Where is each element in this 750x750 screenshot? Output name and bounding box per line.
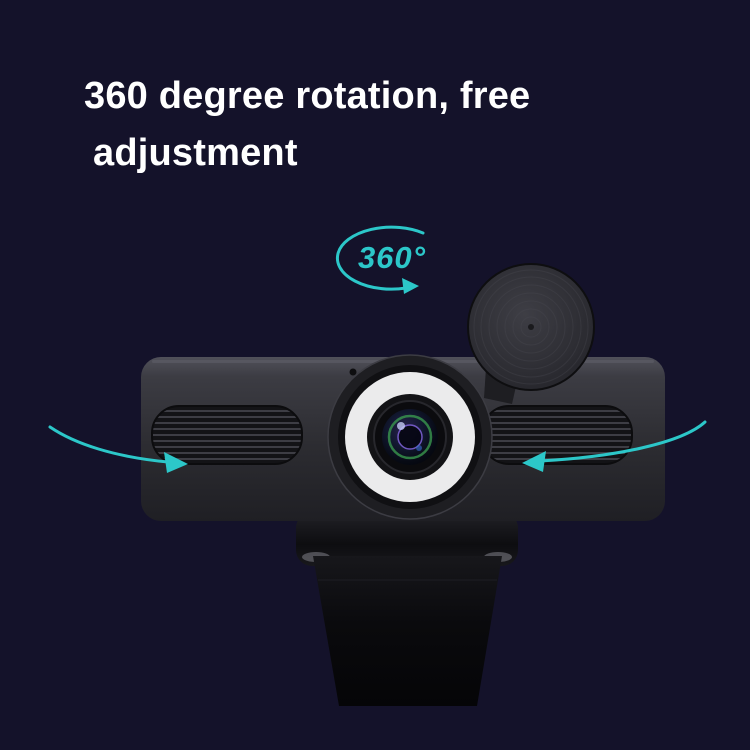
left-speaker-grille (151, 405, 303, 465)
mic-hole (349, 368, 357, 376)
heading-line-2: adjustment (93, 132, 298, 174)
page-title: 360 degree rotation, free adjustment (84, 68, 530, 182)
rotation-360-label: 360° (357, 240, 427, 275)
heading-line-1: 360 degree rotation, free (84, 75, 531, 117)
rotation-arrows-icon (335, 225, 425, 294)
mount-stand (296, 512, 518, 706)
privacy-cover (467, 263, 595, 404)
rotation-ellipse-arrows-icon (48, 420, 707, 473)
camera-lens (327, 354, 493, 520)
rotation-360-badge: 360° (322, 214, 462, 302)
